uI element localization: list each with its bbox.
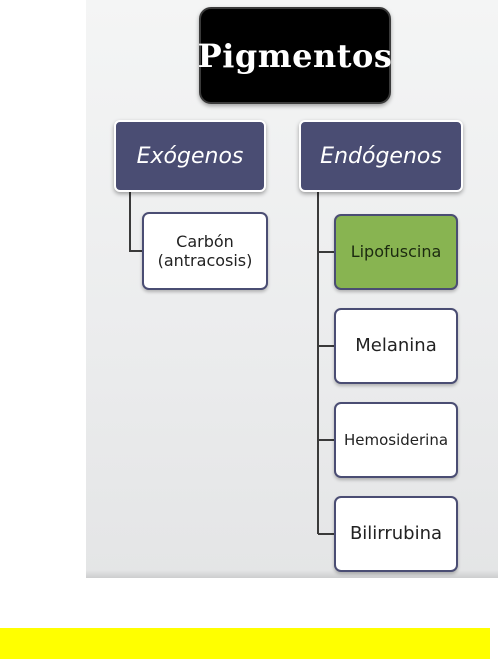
- leaf-node-lipofuscina: Lipofuscina: [334, 214, 458, 290]
- title-node: Pigmentos: [199, 7, 391, 104]
- category-node-endogenos: Endógenos: [299, 120, 463, 192]
- connector-exogenos-carbon: [130, 192, 142, 251]
- diagram-title: Pigmentos: [198, 37, 393, 75]
- category-label-endogenos: Endógenos: [320, 144, 442, 169]
- leaf-node-melanina: Melanina: [334, 308, 458, 384]
- category-label-exogenos: Exógenos: [137, 144, 244, 169]
- leaf-label-carbon: Carbón (antracosis): [158, 232, 253, 270]
- leaf-node-carbon: Carbón (antracosis): [142, 212, 268, 290]
- highlight-bar: [0, 628, 490, 659]
- leaf-label-lipofuscina: Lipofuscina: [351, 242, 442, 261]
- leaf-node-bilirrubina: Bilirrubina: [334, 496, 458, 572]
- category-node-exogenos: Exógenos: [114, 120, 266, 192]
- leaf-node-hemosiderina: Hemosiderina: [334, 402, 458, 478]
- leaf-label-bilirrubina: Bilirrubina: [350, 523, 442, 545]
- leaf-label-hemosiderina: Hemosiderina: [344, 431, 448, 449]
- leaf-label-melanina: Melanina: [355, 335, 436, 357]
